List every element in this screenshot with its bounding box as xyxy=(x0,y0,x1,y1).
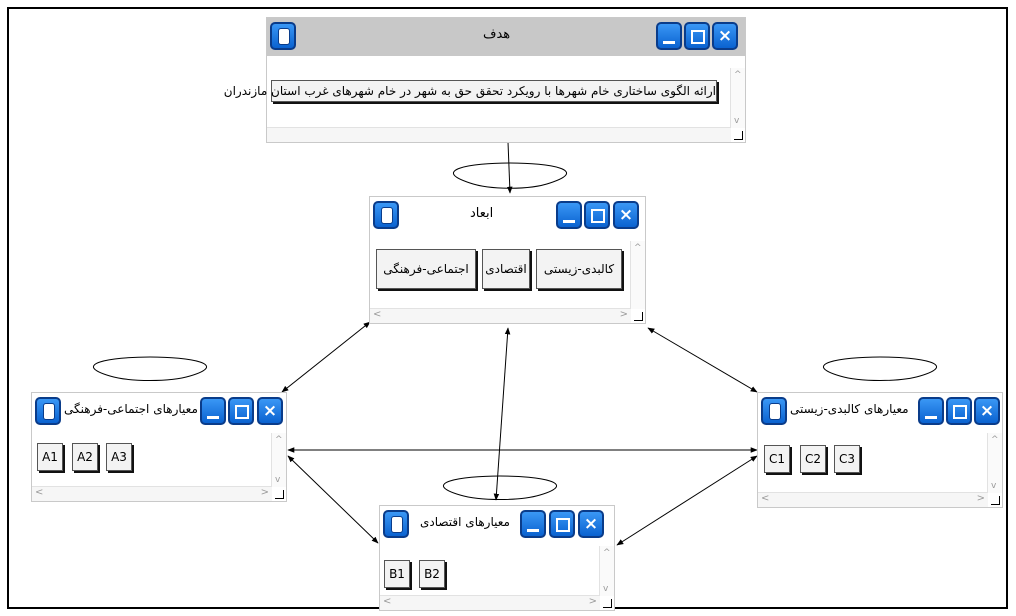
social-criteria-node[interactable]: معیارهای اجتماعی-فرهنگی × A1 A2 A3 ^ v <… xyxy=(31,392,287,502)
physical-title-bar[interactable]: معیارهای کالبدی-زیستی × xyxy=(758,393,1002,431)
economic-title-bar[interactable]: معیارهای اقتصادی × xyxy=(380,506,614,544)
scroll-left-icon[interactable]: < xyxy=(383,596,392,607)
criterion-c2[interactable]: C2 xyxy=(800,445,826,473)
dimensions-vertical-scrollbar[interactable]: ^ xyxy=(630,241,645,309)
criterion-a2[interactable]: A2 xyxy=(72,443,98,471)
physical-maximize-button[interactable] xyxy=(946,397,972,425)
economic-close-button[interactable]: × xyxy=(578,510,604,538)
physical-horizontal-scrollbar[interactable]: < > xyxy=(758,492,988,507)
scroll-up-icon[interactable]: ^ xyxy=(603,548,611,558)
goal-menu-button[interactable] xyxy=(270,22,296,50)
scroll-right-icon[interactable]: > xyxy=(260,487,269,498)
social-horizontal-scrollbar[interactable]: < > xyxy=(32,486,272,501)
dimensions-close-button[interactable]: × xyxy=(613,201,639,229)
economic-criteria-node[interactable]: معیارهای اقتصادی × B1 B2 ^ v < > xyxy=(379,505,615,611)
social-minimize-button[interactable] xyxy=(200,397,226,425)
scroll-left-icon[interactable]: < xyxy=(761,493,770,504)
economic-maximize-button[interactable] xyxy=(549,510,575,538)
physical-minimize-button[interactable] xyxy=(918,397,944,425)
dimensions-minimize-button[interactable] xyxy=(556,201,582,229)
physical-vertical-scrollbar[interactable]: ^ v xyxy=(987,433,1002,493)
economic-title: معیارهای اقتصادی xyxy=(420,515,510,529)
goal-vertical-scrollbar[interactable]: ^ v xyxy=(730,68,745,128)
scroll-down-icon[interactable]: v xyxy=(734,116,740,126)
physical-title: معیارهای کالبدی-زیستی xyxy=(790,402,909,416)
economic-horizontal-scrollbar[interactable]: < > xyxy=(380,595,600,610)
criterion-b2[interactable]: B2 xyxy=(419,560,445,588)
scroll-down-icon[interactable]: v xyxy=(603,584,609,594)
scroll-left-icon[interactable]: < xyxy=(373,309,382,320)
social-title-bar[interactable]: معیارهای اجتماعی-فرهنگی × xyxy=(32,393,286,431)
resize-grip-icon[interactable] xyxy=(634,312,643,321)
dimensions-horizontal-scrollbar[interactable]: < > xyxy=(370,308,631,323)
social-menu-button[interactable] xyxy=(35,397,61,425)
goal-horizontal-scrollbar[interactable] xyxy=(267,127,731,142)
economic-menu-button[interactable] xyxy=(383,510,409,538)
social-vertical-scrollbar[interactable]: ^ v xyxy=(271,433,286,487)
goal-title: هدف xyxy=(483,27,511,42)
goal-node[interactable]: هدف × ارائه الگوی ساختاری خام شهرها با ر… xyxy=(224,17,746,143)
dimensions-title: ابعاد xyxy=(470,206,494,221)
dimensions-menu-button[interactable] xyxy=(373,201,399,229)
dimension-item-economic[interactable]: اقتصادی xyxy=(482,249,530,289)
goal-maximize-button[interactable] xyxy=(684,22,710,50)
goal-close-button[interactable]: × xyxy=(712,22,738,50)
scroll-up-icon[interactable]: ^ xyxy=(634,243,642,253)
goal-title-bar[interactable]: هدف × xyxy=(267,18,745,56)
scroll-right-icon[interactable]: > xyxy=(619,309,628,320)
dimensions-node[interactable]: ابعاد × کالبدی-زیستی اقتصادی اجتماعی-فره… xyxy=(369,196,646,324)
scroll-right-icon[interactable]: > xyxy=(976,493,985,504)
scroll-up-icon[interactable]: ^ xyxy=(991,435,999,445)
criterion-a1[interactable]: A1 xyxy=(37,443,63,471)
social-title: معیارهای اجتماعی-فرهنگی xyxy=(64,402,198,416)
economic-vertical-scrollbar[interactable]: ^ v xyxy=(599,546,614,596)
scroll-down-icon[interactable]: v xyxy=(991,481,997,491)
dimensions-title-bar[interactable]: ابعاد × xyxy=(370,197,645,235)
goal-item[interactable]: ارائه الگوی ساختاری خام شهرها با رویکرد … xyxy=(224,80,717,102)
criterion-c3[interactable]: C3 xyxy=(834,445,860,473)
criterion-a3[interactable]: A3 xyxy=(106,443,132,471)
physical-menu-button[interactable] xyxy=(761,397,787,425)
criterion-b1[interactable]: B1 xyxy=(384,560,410,588)
resize-grip-icon[interactable] xyxy=(734,131,743,140)
scroll-left-icon[interactable]: < xyxy=(35,487,44,498)
dimensions-maximize-button[interactable] xyxy=(584,201,610,229)
resize-grip-icon[interactable] xyxy=(603,599,612,608)
physical-close-button[interactable]: × xyxy=(974,397,1000,425)
social-maximize-button[interactable] xyxy=(228,397,254,425)
resize-grip-icon[interactable] xyxy=(991,496,1000,505)
physical-criteria-node[interactable]: معیارهای کالبدی-زیستی × C1 C2 C3 ^ v < > xyxy=(757,392,1003,508)
criterion-c1[interactable]: C1 xyxy=(764,445,790,473)
dimension-item-social[interactable]: اجتماعی-فرهنگی xyxy=(376,249,476,289)
scroll-up-icon[interactable]: ^ xyxy=(275,435,283,445)
dimension-item-physical[interactable]: کالبدی-زیستی xyxy=(536,249,622,289)
social-close-button[interactable]: × xyxy=(257,397,283,425)
scroll-up-icon[interactable]: ^ xyxy=(734,70,742,80)
goal-minimize-button[interactable] xyxy=(656,22,682,50)
resize-grip-icon[interactable] xyxy=(275,490,284,499)
scroll-right-icon[interactable]: > xyxy=(588,596,597,607)
economic-minimize-button[interactable] xyxy=(520,510,546,538)
scroll-down-icon[interactable]: v xyxy=(275,475,281,485)
